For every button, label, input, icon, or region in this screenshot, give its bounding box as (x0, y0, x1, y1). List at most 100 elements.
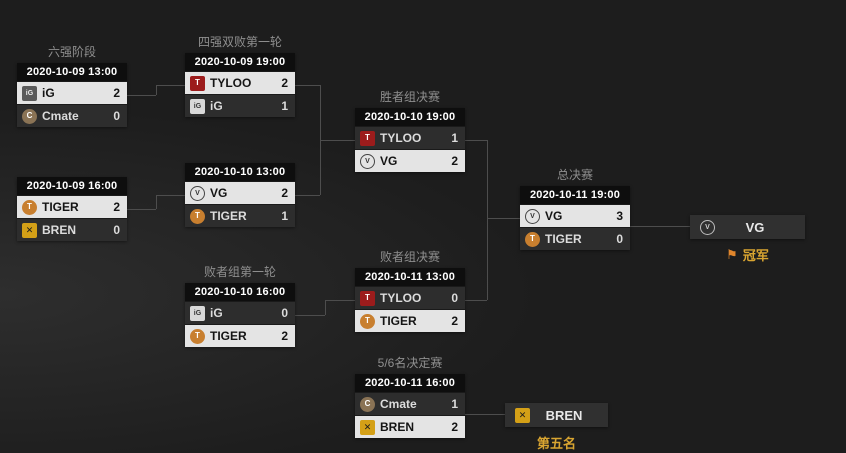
match-date: 2020-10-10 19:00 (355, 108, 465, 126)
team-name: TIGER (42, 200, 79, 214)
team-name: Cmate (380, 397, 417, 411)
match-date: 2020-10-09 13:00 (17, 63, 127, 81)
team-score: 1 (281, 209, 288, 223)
team-row: TIGER 2 (355, 309, 465, 332)
round-title: 四强双败第一轮 (197, 35, 282, 49)
team-name: TIGER (380, 314, 417, 328)
team-name: VG (210, 186, 228, 200)
fifth-place-name: BREN (545, 407, 583, 423)
round-title: 败者组第一轮 (203, 265, 276, 279)
match-card: 四强双败第一轮 2020-10-09 19:00 TYLOO 2 iG 1 (185, 35, 295, 117)
champion-box: VG (690, 215, 805, 239)
team-name: TIGER (545, 232, 582, 246)
team-score: 2 (281, 186, 288, 200)
tiger-logo-icon (360, 313, 375, 329)
bren-logo-icon (515, 407, 530, 423)
match-card: 胜者组决赛 2020-10-10 19:00 TYLOO 1 VG 2 (355, 90, 465, 172)
team-row: TYLOO 1 (355, 126, 465, 149)
match-card: 总决赛 2020-10-11 19:00 VG 3 TIGER 0 (520, 168, 630, 250)
match-card: 2020-10-10 13:00 VG 2 TIGER 1 (185, 163, 295, 227)
bracket-connector (320, 140, 355, 141)
team-row: BREN 2 (355, 415, 465, 438)
team-name: TYLOO (380, 131, 422, 145)
match-card: 2020-10-09 16:00 TIGER 2 BREN 0 (17, 177, 127, 241)
bracket-connector (295, 85, 320, 86)
match-date: 2020-10-10 13:00 (185, 163, 295, 181)
team-name: iG (210, 99, 223, 113)
team-score: 2 (451, 154, 458, 168)
vg-logo-icon (525, 208, 540, 224)
team-row: Cmate 1 (355, 392, 465, 415)
team-score: 0 (113, 109, 120, 123)
bracket-connector (156, 195, 185, 196)
fifth-place-label-text: 第五名 (536, 436, 576, 451)
bracket-connector (127, 209, 156, 210)
team-name: TIGER (210, 209, 247, 223)
team-score: 1 (451, 131, 458, 145)
round-title: 六强阶段 (47, 45, 96, 59)
tyloo-logo-icon (190, 75, 205, 91)
champion-label: ⚑ 冠军 (690, 245, 805, 264)
team-name: VG (545, 209, 563, 223)
vg-logo-icon (360, 153, 375, 169)
bracket-connector (465, 300, 487, 301)
team-name: Cmate (42, 109, 79, 123)
bracket-connector (630, 226, 690, 227)
tyloo-logo-icon (360, 130, 375, 146)
ig-logo-icon (190, 305, 205, 321)
bracket-connector (325, 300, 355, 301)
team-name: TYLOO (210, 76, 252, 90)
bracket-connector (156, 85, 185, 86)
team-row: TYLOO 0 (355, 286, 465, 309)
team-score: 2 (281, 76, 288, 90)
team-score: 0 (281, 306, 288, 320)
team-row: TIGER 2 (17, 195, 127, 218)
fifth-place-box: BREN (505, 403, 608, 427)
ig-logo-icon (190, 98, 205, 114)
team-row: BREN 0 (17, 218, 127, 241)
team-row: Cmate 0 (17, 104, 127, 127)
team-score: 0 (113, 223, 120, 237)
match-date: 2020-10-11 19:00 (520, 186, 630, 204)
team-score: 2 (113, 86, 120, 100)
tyloo-logo-icon (360, 290, 375, 306)
bracket-connector (295, 195, 320, 196)
team-score: 2 (113, 200, 120, 214)
team-score: 0 (451, 291, 458, 305)
champion-name: VG (745, 219, 765, 235)
bracket-connector (127, 95, 156, 96)
tiger-logo-icon (190, 328, 205, 344)
team-row: TIGER 2 (185, 324, 295, 347)
round-title: 胜者组决赛 (379, 90, 440, 104)
team-name: VG (380, 154, 398, 168)
bracket-connector (487, 218, 520, 219)
team-row: VG 3 (520, 204, 630, 227)
team-score: 1 (451, 397, 458, 411)
match-card: 六强阶段 2020-10-09 13:00 iG 2 Cmate 0 (17, 45, 127, 127)
team-row: iG 0 (185, 301, 295, 324)
bracket-connector (465, 414, 505, 415)
vg-logo-icon (190, 185, 205, 201)
team-name: iG (42, 86, 55, 100)
cmate-logo-icon (360, 396, 375, 412)
match-card: 败者组决赛 2020-10-11 13:00 TYLOO 0 TIGER 2 (355, 250, 465, 332)
champion-label-text: 冠军 (742, 248, 769, 263)
team-row: VG 2 (185, 181, 295, 204)
team-row: VG 2 (355, 149, 465, 172)
ig-logo-icon (22, 85, 37, 101)
match-date: 2020-10-09 19:00 (185, 53, 295, 71)
team-row: TIGER 1 (185, 204, 295, 227)
team-row: iG 2 (17, 81, 127, 104)
fifth-place-label: 第五名 (505, 433, 608, 452)
vg-logo-icon (700, 219, 715, 235)
team-name: TIGER (210, 329, 247, 343)
tiger-logo-icon (22, 199, 37, 215)
tiger-logo-icon (525, 231, 540, 247)
team-row: iG 1 (185, 94, 295, 117)
team-name: TYLOO (380, 291, 422, 305)
match-date: 2020-10-09 16:00 (17, 177, 127, 195)
team-score: 1 (281, 99, 288, 113)
bren-logo-icon (22, 222, 37, 238)
champion-flag-icon: ⚑ (726, 246, 738, 262)
bracket-connector (156, 195, 157, 209)
